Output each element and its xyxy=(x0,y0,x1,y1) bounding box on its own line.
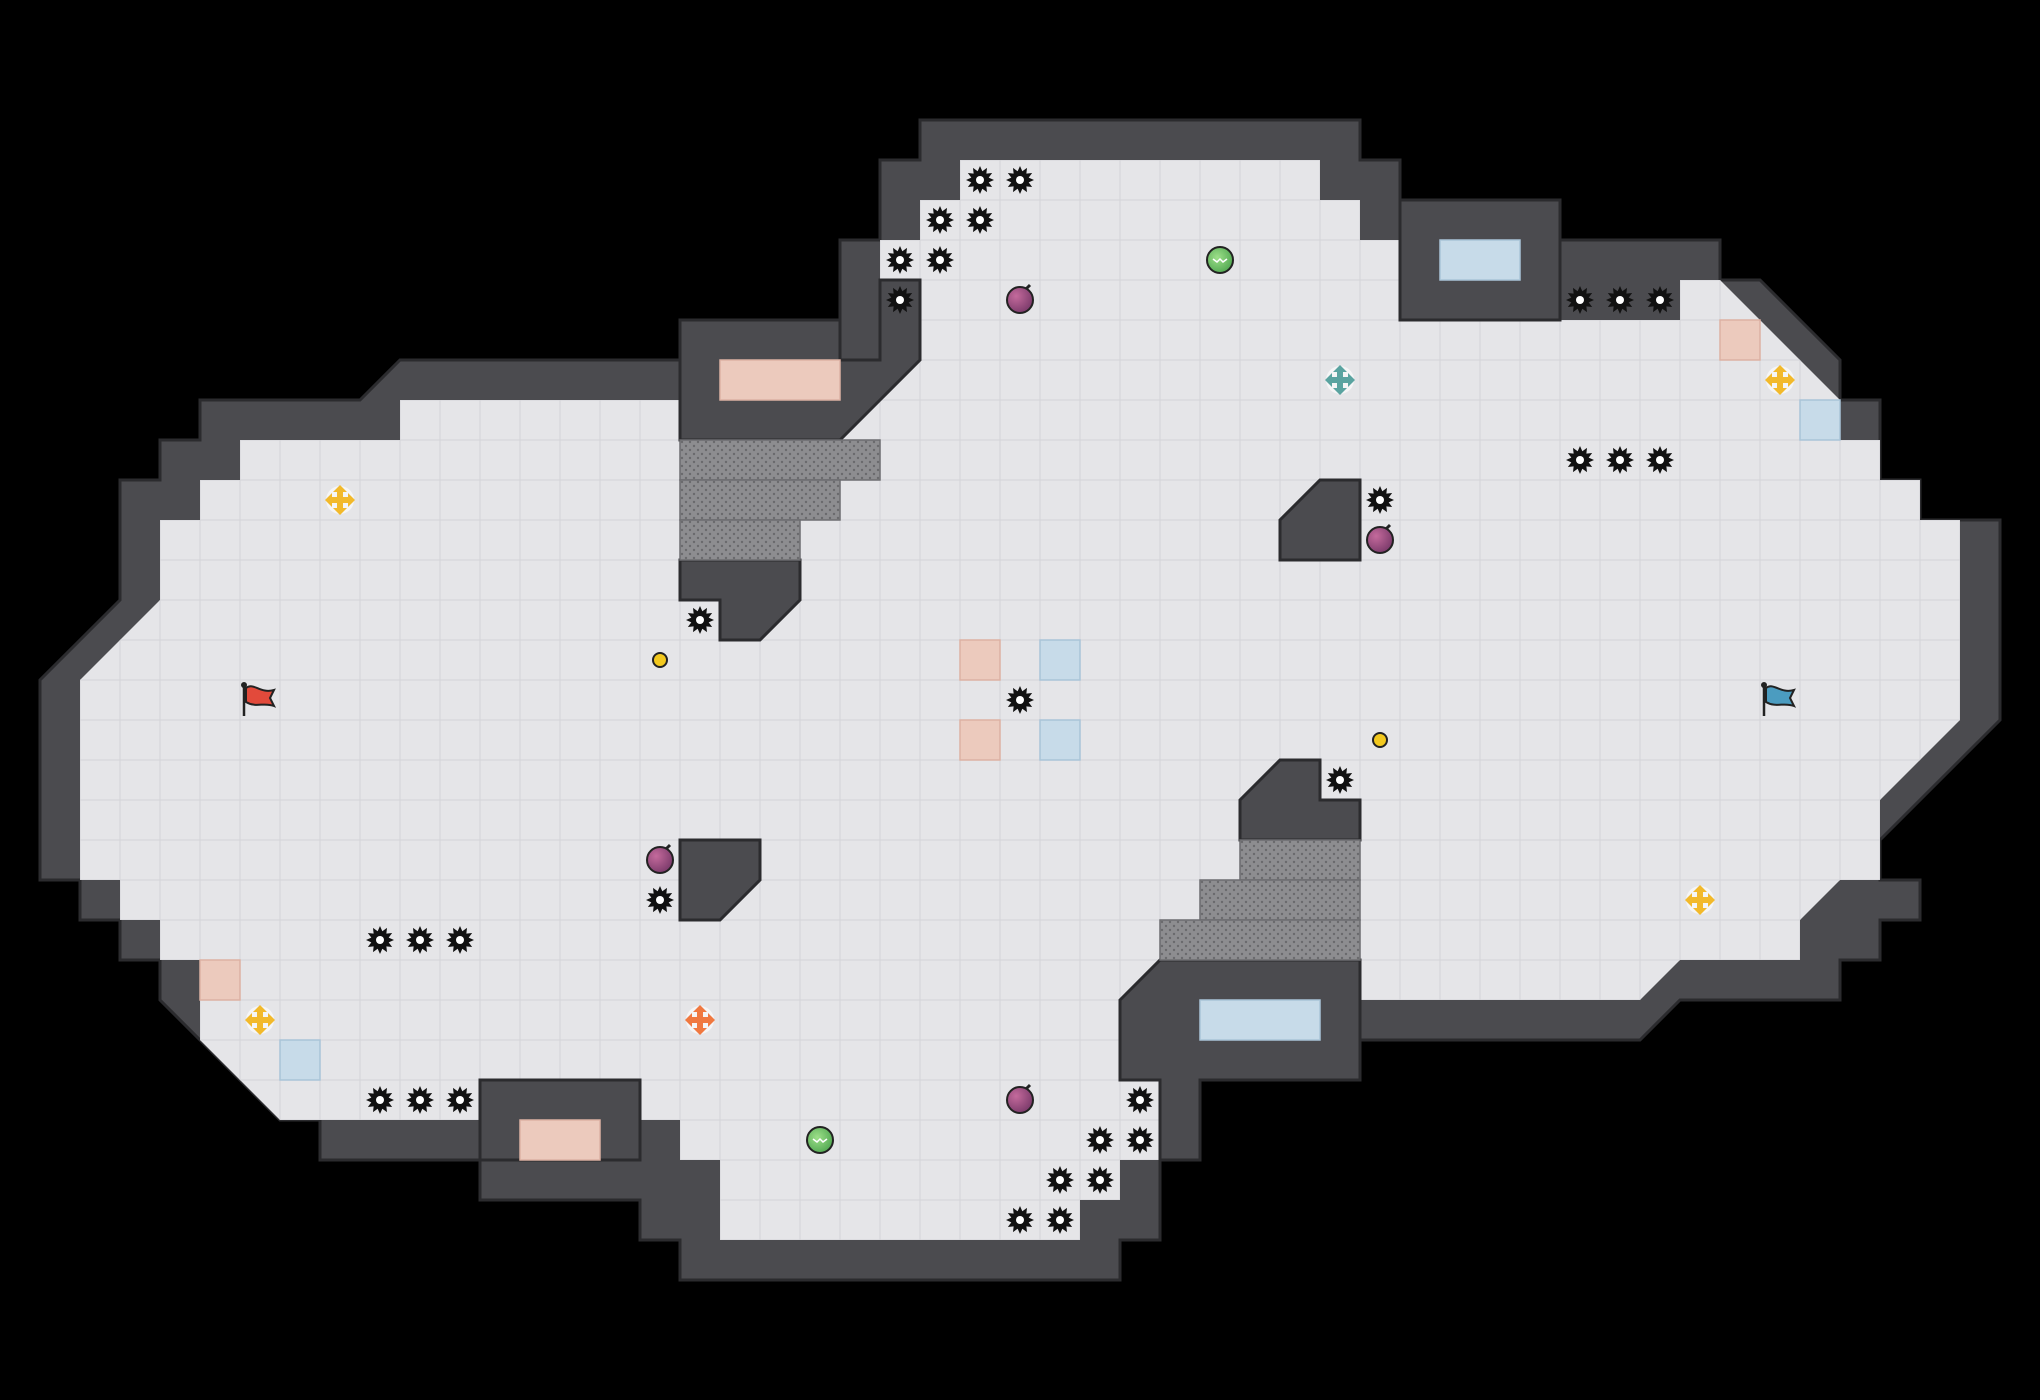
blue-flag-icon[interactable] xyxy=(1761,682,1797,716)
spike-icon xyxy=(1086,1166,1114,1194)
blue-gate xyxy=(1439,239,1521,281)
dotted-tile xyxy=(1159,919,1361,961)
blue-gate xyxy=(1199,999,1321,1041)
spike-icon xyxy=(1006,166,1034,194)
bomb-icon xyxy=(1006,283,1034,314)
spike-icon xyxy=(1006,1206,1034,1234)
spike-icon xyxy=(366,926,394,954)
dotted-tile xyxy=(679,439,881,481)
powerups xyxy=(806,246,1234,1154)
bomb-icon xyxy=(646,843,674,874)
spike-icon xyxy=(1566,446,1594,474)
spike-icon xyxy=(1046,1166,1074,1194)
spike-icon xyxy=(646,886,674,914)
spike-icon xyxy=(1086,1126,1114,1154)
bomb-icon xyxy=(1006,1083,1034,1114)
spike-icon xyxy=(686,606,714,634)
dotted-tile xyxy=(679,519,801,561)
spike-icon xyxy=(926,246,954,274)
flags xyxy=(241,682,1797,716)
blue-tile xyxy=(1039,719,1081,761)
powerup-icon[interactable] xyxy=(806,1126,834,1154)
boost-icon xyxy=(245,1005,275,1035)
blue-tile xyxy=(1799,399,1841,441)
spike-icon xyxy=(1006,686,1034,714)
button-icon[interactable] xyxy=(1372,732,1388,748)
red-tile xyxy=(959,719,1001,761)
dotted-tile xyxy=(1199,879,1361,921)
spike-icon xyxy=(1606,286,1634,314)
spike-icon xyxy=(1606,446,1634,474)
spikes xyxy=(366,166,1674,1234)
spike-icon xyxy=(366,1086,394,1114)
spike-icon xyxy=(966,166,994,194)
spike-icon xyxy=(446,1086,474,1114)
spike-icon xyxy=(1046,1206,1074,1234)
boost-icon xyxy=(685,1005,715,1035)
red-flag-icon[interactable] xyxy=(241,682,277,716)
wall-block xyxy=(1238,758,1362,842)
spike-icon xyxy=(886,286,914,314)
boost-icon xyxy=(1685,885,1715,915)
spike-icon xyxy=(406,926,434,954)
red-tile xyxy=(1719,319,1761,361)
spike-icon xyxy=(1326,766,1354,794)
spike-icon xyxy=(966,206,994,234)
red-tile xyxy=(199,959,241,1001)
spike-icon xyxy=(926,206,954,234)
red-gate xyxy=(519,1119,601,1161)
blue-tile xyxy=(279,1039,321,1081)
spike-icon xyxy=(1646,286,1674,314)
spike-icon xyxy=(1366,486,1394,514)
spike-icon xyxy=(1566,286,1594,314)
red-gate xyxy=(719,359,841,401)
spike-icon xyxy=(1126,1086,1154,1114)
wall-block xyxy=(1278,478,1362,562)
spike-icon xyxy=(406,1086,434,1114)
bombs xyxy=(646,283,1394,1114)
boosts xyxy=(245,365,1795,1035)
red-tile xyxy=(959,639,1001,681)
button-icon[interactable] xyxy=(652,652,668,668)
wall-block xyxy=(678,838,762,922)
spike-icon xyxy=(886,246,914,274)
wall-block xyxy=(678,558,802,642)
dotted-tile xyxy=(1239,839,1361,881)
bomb-icon xyxy=(1366,523,1394,554)
boost-icon xyxy=(1765,365,1795,395)
boost-icon xyxy=(325,485,355,515)
boost-icon xyxy=(1325,365,1355,395)
spike-icon xyxy=(446,926,474,954)
team-tiles xyxy=(199,239,1841,1161)
spike-icon xyxy=(1126,1126,1154,1154)
powerup-icon[interactable] xyxy=(1206,246,1234,274)
blue-tile xyxy=(1039,639,1081,681)
speed-tiles xyxy=(679,439,1361,961)
dotted-tile xyxy=(679,479,841,521)
buttons xyxy=(652,652,1388,748)
spike-icon xyxy=(1646,446,1674,474)
